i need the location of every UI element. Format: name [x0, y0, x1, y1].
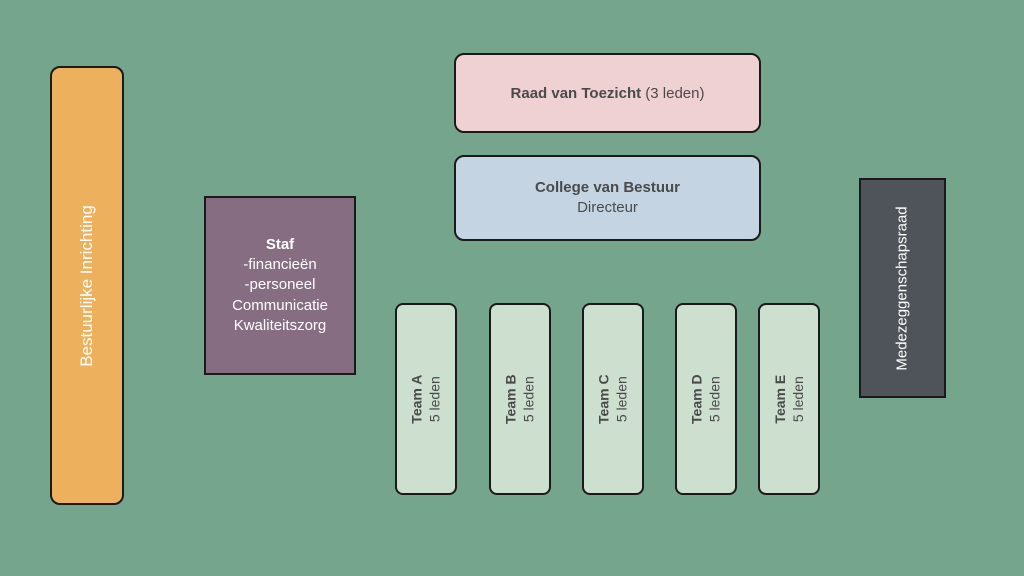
raad-van-toezicht-detail: (3 leden) — [641, 84, 705, 102]
college-van-bestuur-name: College van Bestuur — [534, 178, 681, 196]
staf-item: -financieën — [243, 256, 317, 274]
team-name: Team D — [688, 374, 705, 424]
team-members: 5 leden — [789, 376, 806, 422]
team-name: Team A — [408, 374, 425, 424]
team-c-box: Team C 5 leden — [582, 303, 644, 495]
staf-item: Communicatie — [232, 296, 328, 314]
team-members: 5 leden — [426, 376, 443, 422]
medezeggenschapsraad-label: Medezeggenschapsraad — [894, 205, 912, 371]
staf-box: Staf -financieën -personeel Communicatie… — [204, 196, 356, 375]
raad-van-toezicht-name: Raad van Toezicht — [510, 84, 642, 102]
team-members: 5 leden — [613, 376, 630, 422]
medezeggenschapsraad-box: Medezeggenschapsraad — [859, 178, 946, 398]
college-van-bestuur-role: Directeur — [577, 199, 638, 216]
staf-title: Staf — [265, 235, 295, 253]
team-name: Team E — [771, 374, 788, 424]
staf-item: Kwaliteitszorg — [233, 316, 327, 334]
bestuurlijke-inrichting-label: Bestuurlijke Inrichting — [77, 204, 97, 367]
college-van-bestuur-box: College van Bestuur Directeur — [454, 155, 761, 241]
raad-van-toezicht-box: Raad van Toezicht (3 leden) — [454, 53, 761, 133]
staf-item: -personeel — [244, 276, 316, 294]
team-d-box: Team D 5 leden — [675, 303, 737, 495]
team-e-box: Team E 5 leden — [758, 303, 820, 495]
team-name: Team C — [595, 374, 612, 424]
team-name: Team B — [502, 374, 519, 424]
team-a-box: Team A 5 leden — [395, 303, 457, 495]
bestuurlijke-inrichting-box: Bestuurlijke Inrichting — [50, 66, 124, 505]
team-b-box: Team B 5 leden — [489, 303, 551, 495]
team-members: 5 leden — [520, 376, 537, 422]
team-members: 5 leden — [706, 376, 723, 422]
